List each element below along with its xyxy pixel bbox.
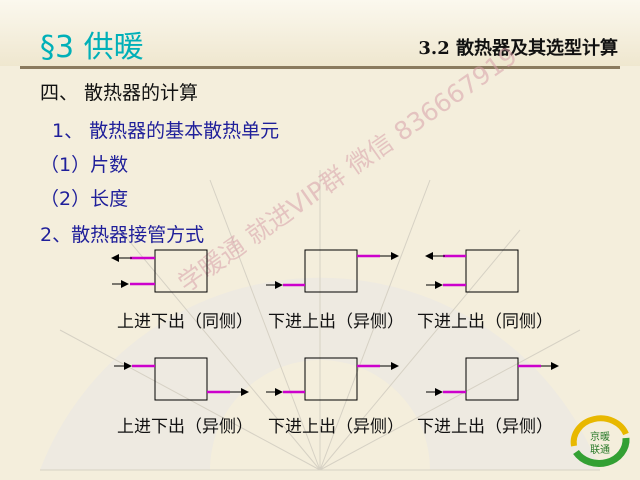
header-divider (20, 66, 620, 69)
diagram-top-in-bottom-out-opposite-side (114, 357, 249, 401)
caption-row1-2: 下进上出（异侧） (268, 312, 404, 332)
heading-calculation: 四、 散热器的计算 (40, 82, 199, 104)
item-connection-methods: 2、散热器接管方式 (40, 224, 205, 246)
logo-icon: 京暖 联通 (570, 415, 630, 467)
caption-row2-2: 下进上出（异侧） (268, 417, 404, 437)
caption-row1-3: 下进上出（同侧） (417, 312, 553, 332)
diagram-bottom-in-top-out-opposite-side (266, 249, 399, 293)
diagram-top-in-bottom-out-same-side (111, 249, 208, 293)
logo-text-top: 京暖 (590, 430, 610, 443)
caption-row2-1: 上进下出（异侧） (117, 417, 253, 437)
item-length: （2）长度 (40, 188, 129, 210)
logo-text-bottom: 联通 (590, 444, 610, 456)
item-piece-count: （1）片数 (40, 154, 129, 176)
diagram-bottom-in-top-out-same-side (425, 249, 519, 293)
caption-row2-3: 下进上出（异侧） (417, 417, 553, 437)
item-basic-unit: 1、 散热器的基本散热单元 (52, 120, 280, 142)
diagram-bottom-in-top-out-opposite-side-2 (266, 357, 399, 401)
fan-background (40, 170, 600, 471)
diagram-bottom-in-top-out-opposite-side-3 (426, 357, 559, 401)
subsection-title: 3.2 散热器及其选型计算 (418, 38, 618, 59)
caption-row1-1: 上进下出（同侧） (117, 312, 253, 332)
header-bar (0, 0, 640, 66)
section-title: §3 供暖 (40, 30, 144, 65)
